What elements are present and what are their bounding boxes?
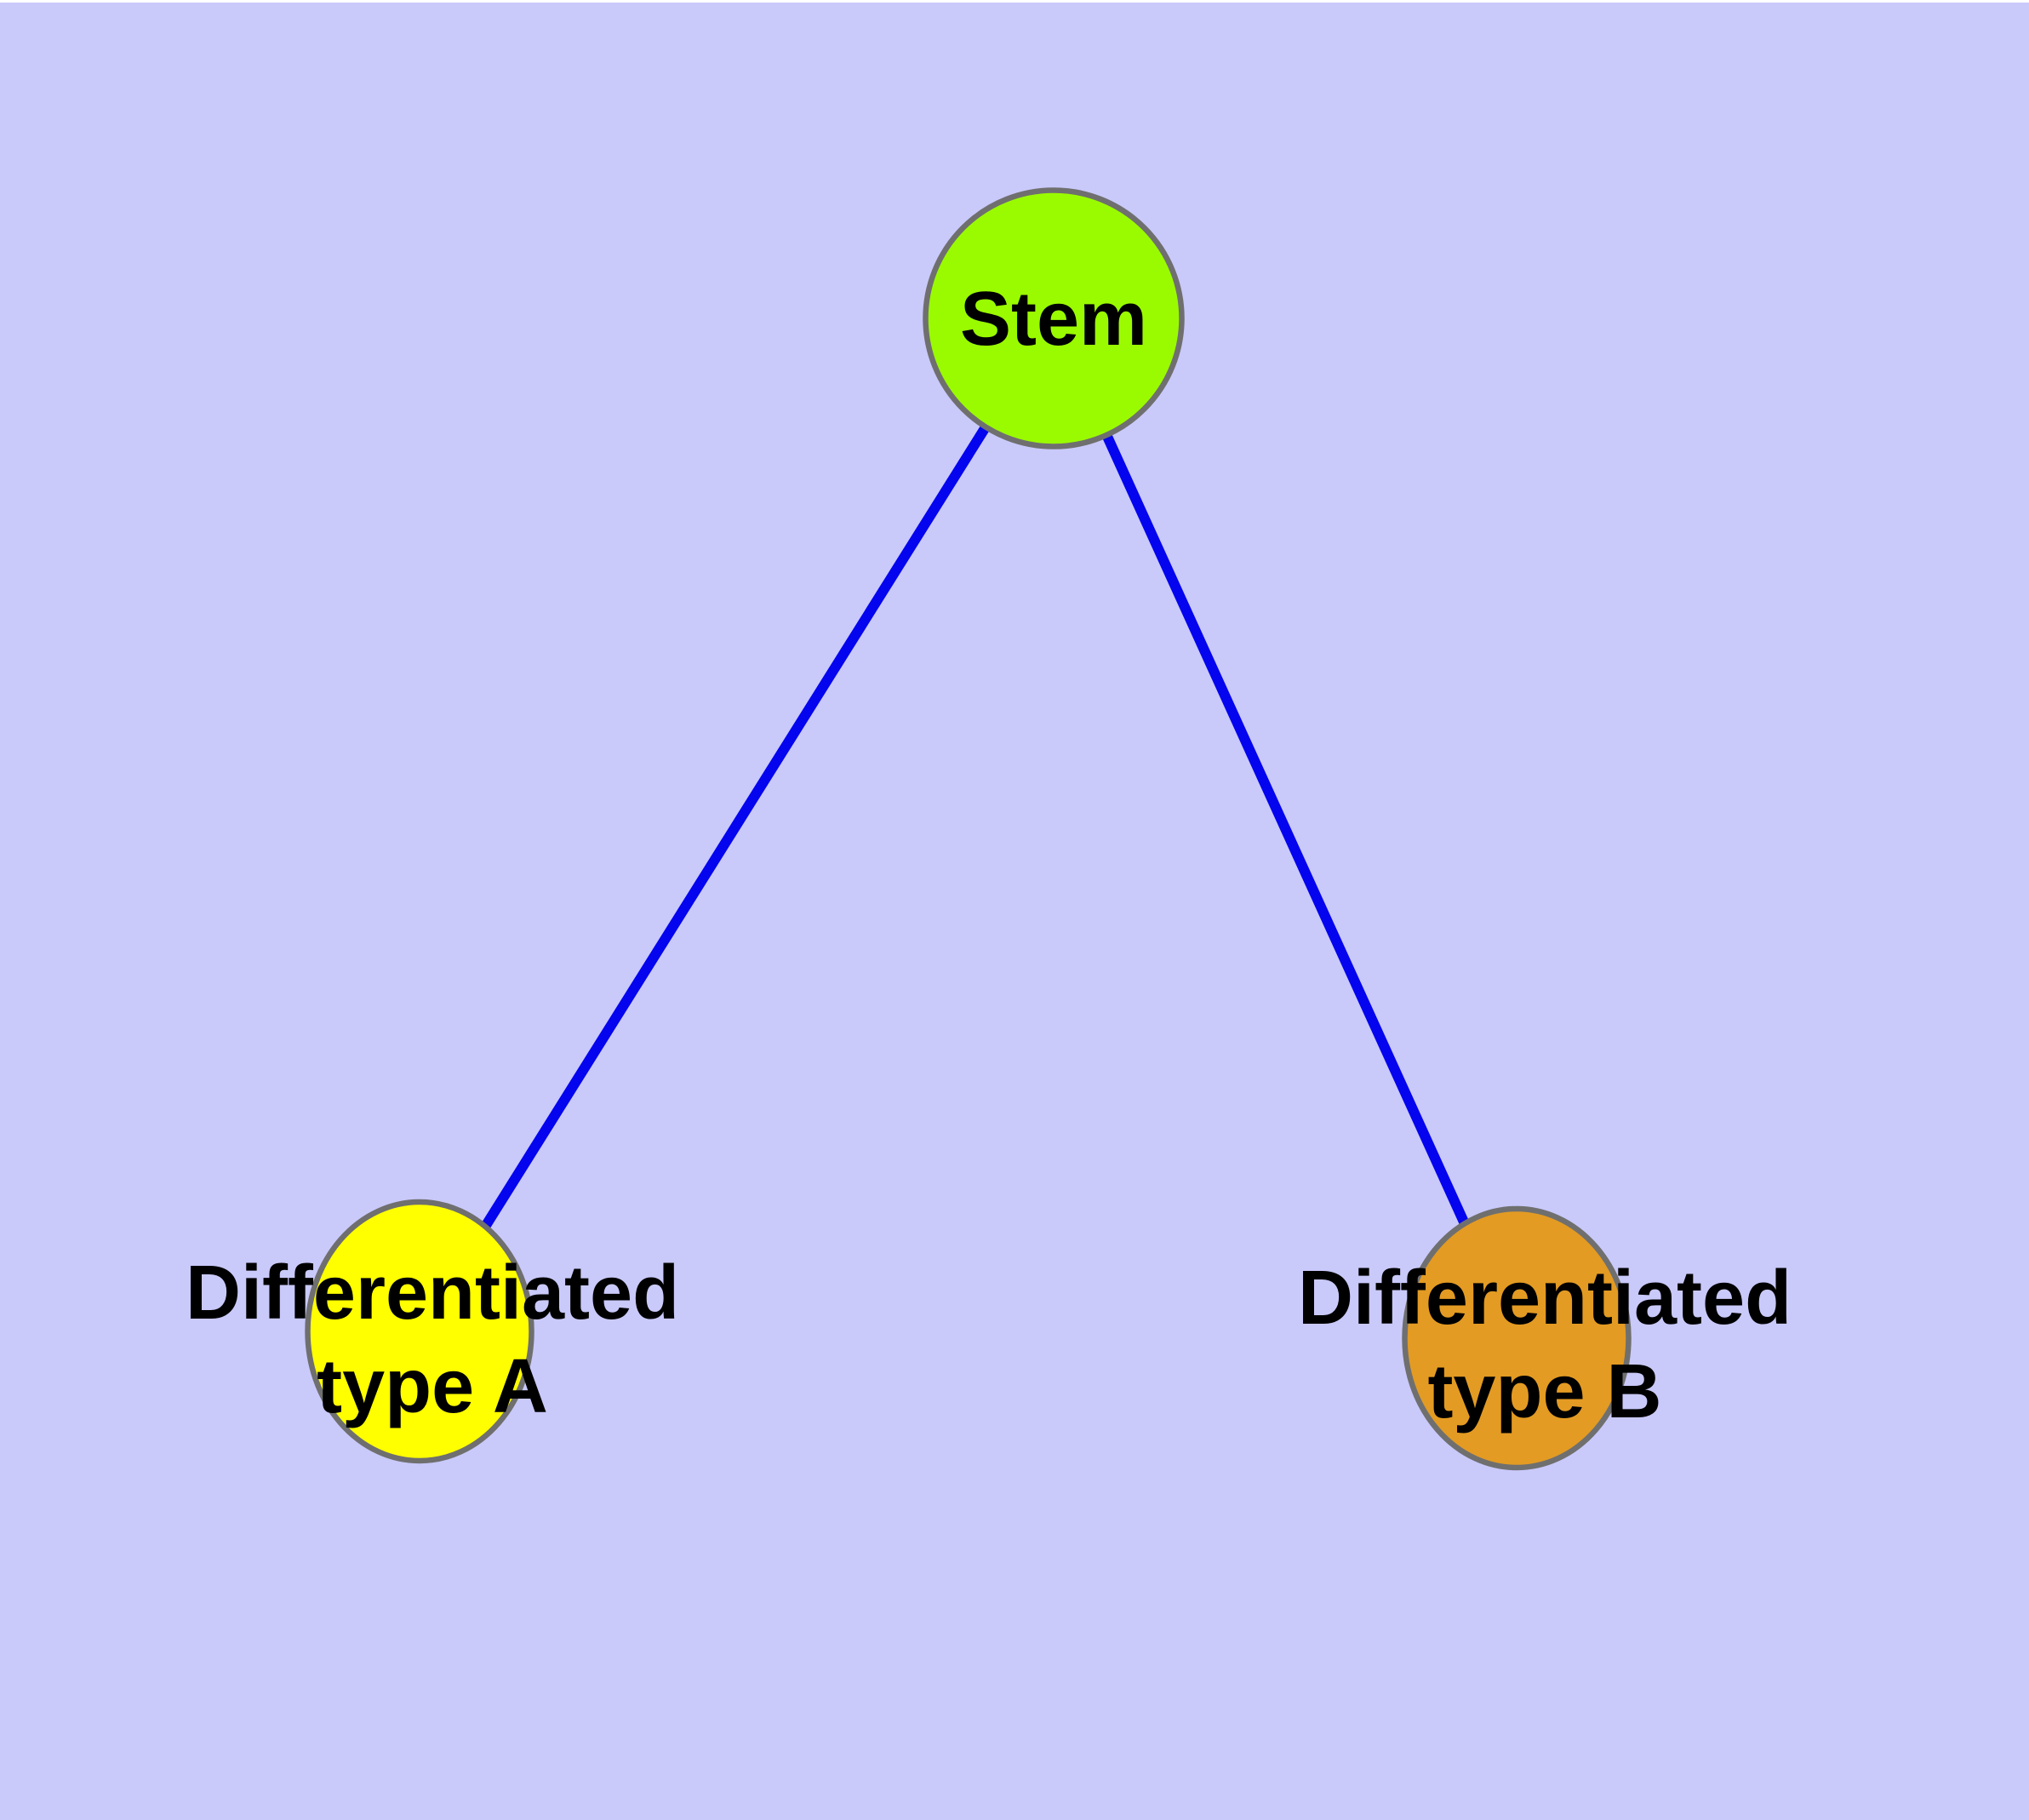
differentiated-type-b-node-label: Differentiated type B [1297, 1256, 1792, 1434]
edge-stem-to-type-a [414, 315, 1059, 1335]
differentiated-type-a-node-label: Differentiated type A [185, 1251, 680, 1429]
differentiated-type-b-node [1402, 1205, 1632, 1471]
stem-node-label: Stem [959, 277, 1148, 362]
edge-stem-to-type-b [1049, 316, 1522, 1341]
stem-node [923, 187, 1185, 449]
differentiated-type-a-node [305, 1199, 534, 1464]
